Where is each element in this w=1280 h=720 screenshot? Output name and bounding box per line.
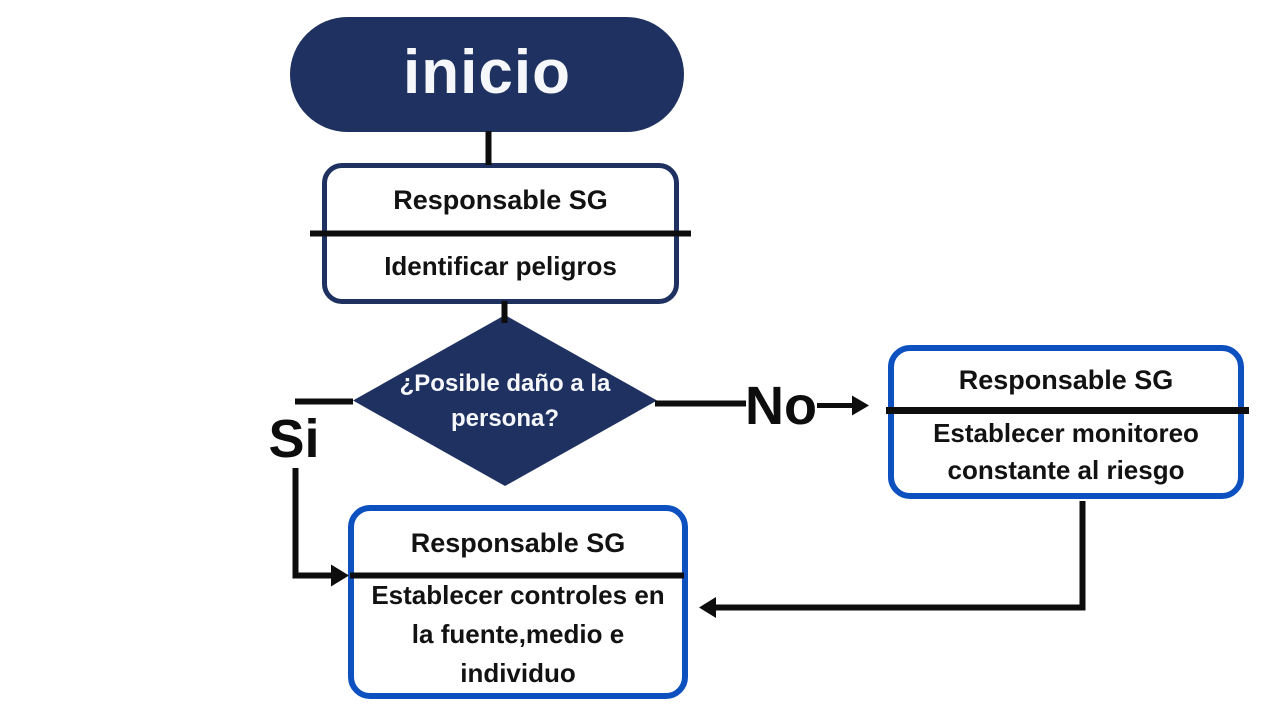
box-action-line: la fuente,medio e: [411, 619, 625, 649]
box-role-header: Responsable SG: [958, 365, 1174, 395]
box-action-line: individuo: [460, 658, 576, 688]
branch-label-no: No: [745, 376, 817, 436]
decision-question-line: ¿Posible daño a la: [399, 370, 611, 397]
box-role-header: Responsable SG: [393, 185, 608, 215]
connector-si-elbow: [292, 468, 331, 579]
box-action-line: constante al riesgo: [947, 455, 1185, 485]
box-action-line: Establecer controles en: [371, 580, 665, 610]
box-action-text: Establecer controles en la fuente,medio …: [354, 576, 682, 693]
decision-question: ¿Posible daño a la persona?: [375, 365, 635, 437]
box-role-header: Responsable SG: [410, 527, 626, 558]
process-box-identificar-peligros: Responsable SG Identificar peligros: [322, 163, 679, 304]
arrowhead-return-into-yes-box: [699, 597, 716, 618]
box-action-line: Identificar peligros: [384, 251, 617, 281]
process-box-establecer-monitoreo: Responsable SG Establecer monitoreo cons…: [888, 345, 1244, 499]
start-node: inicio: [290, 17, 684, 132]
box-action-line: Establecer monitoreo: [933, 418, 1199, 448]
arrowhead-into-no-box: [852, 395, 869, 416]
arrowhead-into-yes-box: [331, 564, 349, 587]
process-box-establecer-controles: Responsable SG Establecer controles en l…: [348, 505, 688, 699]
box-action-text: Identificar peligros: [327, 234, 674, 299]
branch-label-si: Si: [268, 409, 320, 469]
box-action-text: Establecer monitoreo constante al riesgo: [894, 411, 1238, 493]
connector-no-box-to-yes-box: [716, 501, 1086, 611]
start-node-label: inicio: [403, 38, 571, 107]
decision-question-line: persona?: [450, 405, 560, 432]
